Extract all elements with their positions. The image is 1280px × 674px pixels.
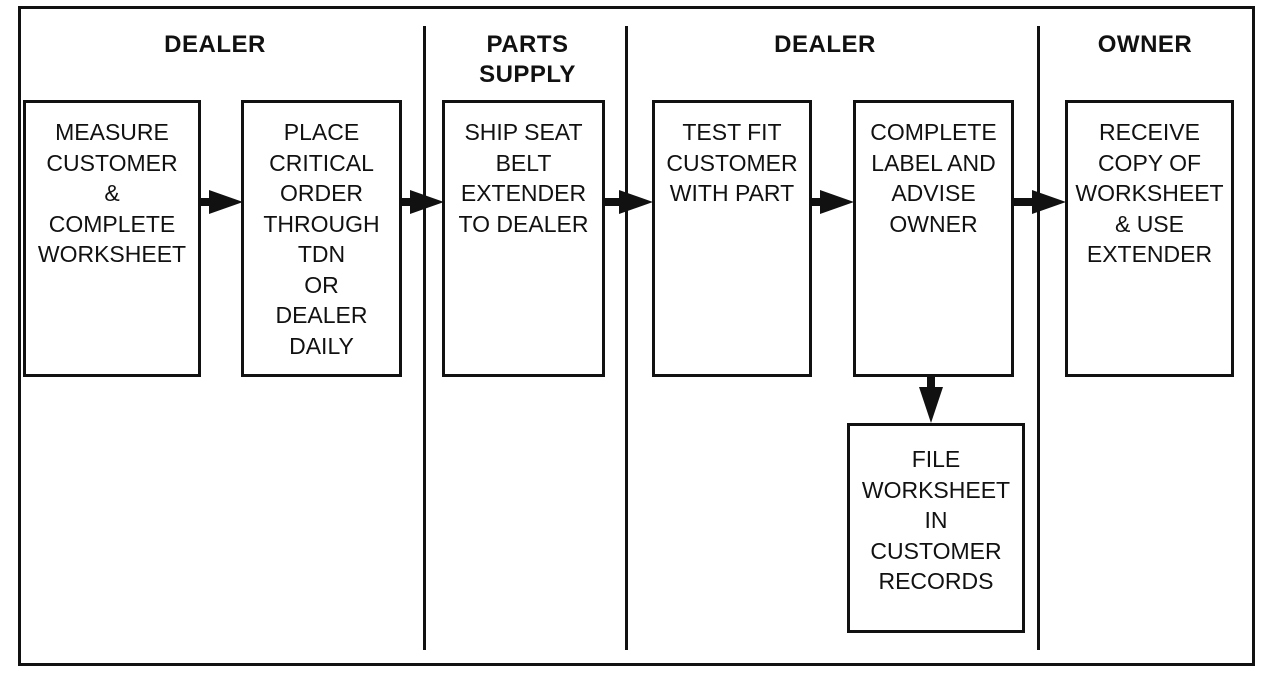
step-ship-extender-label: SHIP SEAT BELT EXTENDER TO DEALER — [458, 119, 589, 237]
step-place-order: PLACE CRITICAL ORDER THROUGH TDN OR DEAL… — [241, 100, 402, 377]
step-place-order-label: PLACE CRITICAL ORDER THROUGH TDN OR DEAL… — [263, 119, 380, 359]
diagram-frame — [18, 6, 1255, 666]
step-complete-label-label: COMPLETE LABEL AND ADVISE OWNER — [870, 119, 997, 237]
lane-divider-dealer-parts — [423, 26, 426, 650]
step-test-fit-label: TEST FIT CUSTOMER WITH PART — [666, 119, 798, 206]
arrow-order-to-ship — [400, 190, 444, 214]
step-ship-extender: SHIP SEAT BELT EXTENDER TO DEALER — [442, 100, 605, 377]
arrow-ship-to-test — [603, 190, 653, 214]
arrow-measure-to-order — [199, 190, 243, 214]
lane-divider-dealer-owner — [1037, 26, 1040, 650]
lane-title-dealer-2: DEALER — [774, 31, 876, 58]
step-test-fit: TEST FIT CUSTOMER WITH PART — [652, 100, 812, 377]
lane-divider-parts-dealer — [625, 26, 628, 650]
step-receive-copy-label: RECEIVE COPY OF WORKSHEET & USE EXTENDER — [1075, 119, 1224, 267]
lane-title-parts-supply: PARTS SUPPLY — [479, 31, 576, 88]
step-measure-customer: MEASURE CUSTOMER & COMPLETE WORKSHEET — [23, 100, 201, 377]
arrow-label-to-file — [919, 375, 943, 423]
step-receive-copy: RECEIVE COPY OF WORKSHEET & USE EXTENDER — [1065, 100, 1234, 377]
step-file-worksheet-label: FILE WORKSHEET IN CUSTOMER RECORDS — [861, 446, 1011, 594]
step-file-worksheet: FILE WORKSHEET IN CUSTOMER RECORDS — [847, 423, 1025, 633]
step-measure-customer-label: MEASURE CUSTOMER & COMPLETE WORKSHEET — [37, 119, 187, 267]
arrow-label-to-receive — [1012, 190, 1066, 214]
lane-title-owner: OWNER — [1097, 31, 1193, 58]
arrow-test-to-label — [810, 190, 854, 214]
step-complete-label: COMPLETE LABEL AND ADVISE OWNER — [853, 100, 1014, 377]
lane-title-dealer-1: DEALER — [164, 31, 266, 58]
